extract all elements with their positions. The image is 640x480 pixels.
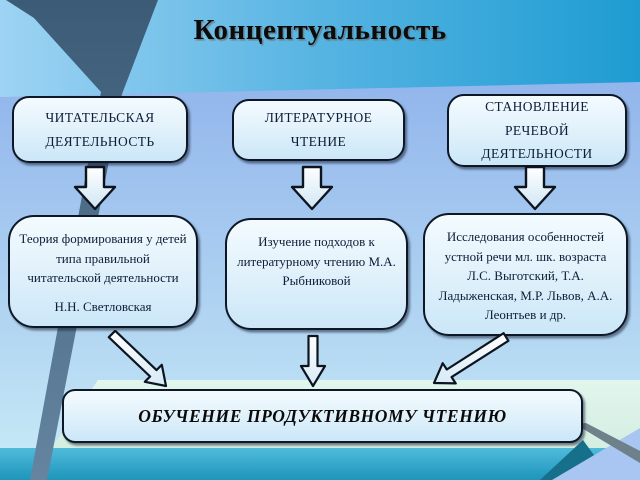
box-productive-reading-label: ОБУЧЕНИЕ ПРОДУКТИВНОМУ ЧТЕНИЮ: [138, 405, 507, 426]
box-reading-activity-label: ЧИТАТЕЛЬСКАЯ ДЕЯТЕЛЬНОСТЬ: [45, 109, 155, 149]
box-svetlovskaya-theory: Теория формирования у детей типа правиль…: [8, 215, 198, 328]
slide-title: Концептуальность: [193, 14, 447, 46]
box-rybnikova-approach: Изучение подходов к литературному чтению…: [225, 218, 408, 330]
top-band: [0, 0, 640, 97]
box-svetlovskaya-theory-text: Теория формирования у детей типа правиль…: [19, 231, 187, 285]
box-speech-research: Исследования особенностей устной речи мл…: [423, 213, 628, 336]
box-speech-development-label: СТАНОВЛЕНИЕ РЕЧЕВОЙ ДЕЯТЕЛЬНОСТИ: [481, 99, 593, 162]
down-right-arrow-icon: [107, 330, 168, 388]
box-svetlovskaya-theory-author: Н.Н. Светловская: [54, 298, 152, 314]
box-productive-reading: ОБУЧЕНИЕ ПРОДУКТИВНОМУ ЧТЕНИЮ: [62, 389, 583, 443]
down-arrow-icon: [513, 165, 557, 211]
down-arrow-icon: [73, 165, 117, 211]
box-literary-reading-label: ЛИТЕРАТУРНОЕ ЧТЕНИЕ: [264, 110, 373, 149]
down-left-arrow-icon: [432, 332, 510, 385]
box-literary-reading: ЛИТЕРАТУРНОЕ ЧТЕНИЕ: [232, 99, 405, 161]
gray-sliver-right: [575, 423, 640, 463]
teal-bottom-band: [0, 448, 640, 480]
down-arrow-icon: [290, 165, 334, 211]
down-arrow-icon: [299, 334, 327, 388]
box-reading-activity: ЧИТАТЕЛЬСКАЯ ДЕЯТЕЛЬНОСТЬ: [12, 96, 188, 163]
box-speech-research-text: Исследования особенностей устной речи мл…: [438, 229, 613, 322]
box-speech-development: СТАНОВЛЕНИЕ РЕЧЕВОЙ ДЕЯТЕЛЬНОСТИ: [447, 94, 627, 167]
box-rybnikova-approach-text: Изучение подходов к литературному чтению…: [237, 234, 396, 288]
